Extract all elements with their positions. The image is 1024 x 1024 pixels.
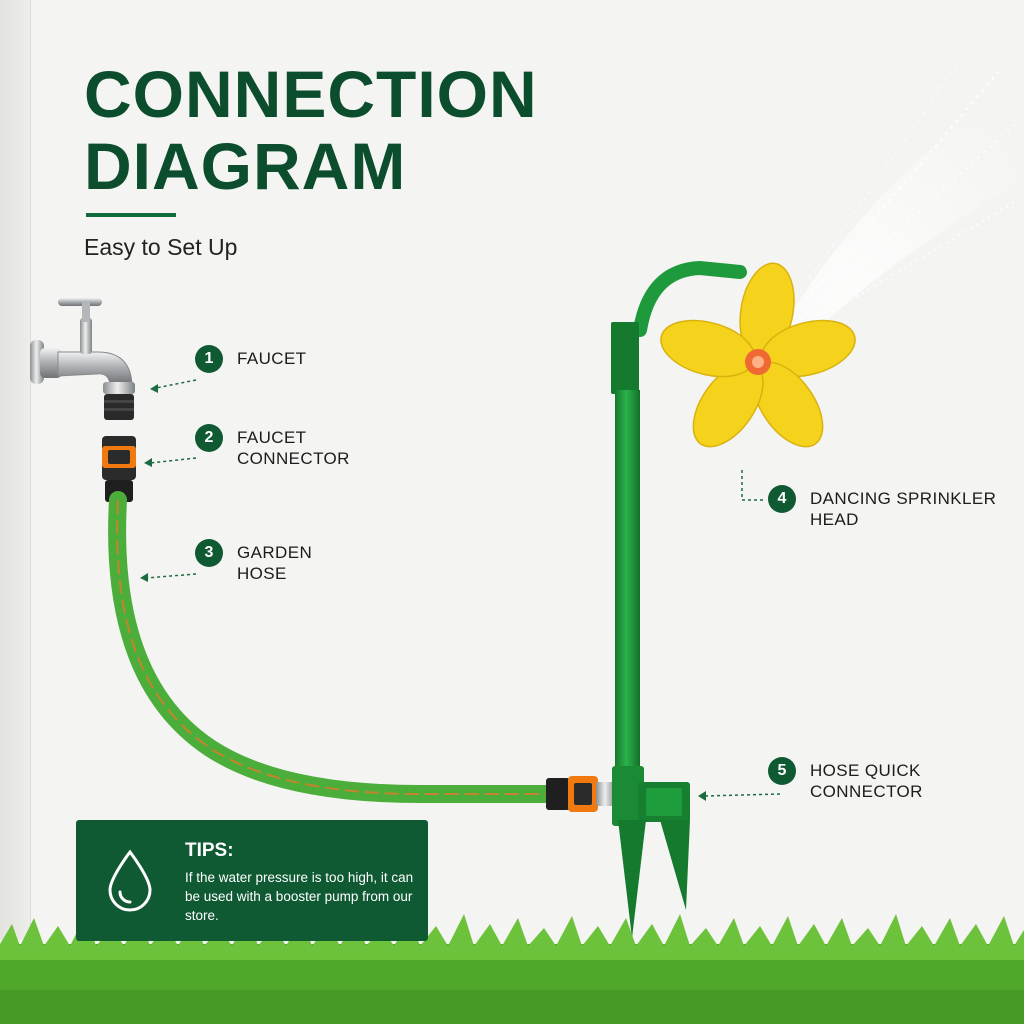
- step-badge-3: 3: [195, 539, 223, 567]
- label-sprinkler-head: 4 DANCING SPRINKLER HEAD: [768, 485, 997, 530]
- label-garden-hose: 3 GARDEN HOSE: [195, 539, 313, 584]
- tips-box: TIPS: If the water pressure is too high,…: [76, 820, 428, 941]
- faucet-adapter-icon: [104, 394, 134, 420]
- label-faucet-text: FAUCET: [237, 349, 307, 368]
- label-garden-hose-text: GARDEN HOSE: [237, 543, 313, 583]
- water-drop-icon: [108, 849, 152, 912]
- label-faucet-connector: 2 FAUCET CONNECTOR: [195, 424, 350, 469]
- title-underline: [86, 213, 176, 217]
- faucet-icon: [30, 298, 135, 394]
- label-hose-quick-connector-text: HOSE QUICK CONNECTOR: [810, 761, 923, 801]
- step-badge-2: 2: [195, 424, 223, 452]
- label-faucet: 1 FAUCET: [195, 345, 307, 373]
- label-hose-quick-connector: 5 HOSE QUICK CONNECTOR: [768, 757, 923, 802]
- sprinkler-stake-icon: [611, 260, 747, 938]
- leader-line-3: [145, 573, 197, 579]
- hose-quick-connector-icon: [546, 776, 616, 812]
- tips-title: TIPS:: [185, 840, 234, 861]
- leader-lines: [145, 379, 781, 797]
- page-title: CONNECTION DIAGRAM: [84, 58, 538, 202]
- label-faucet-connector-text: FAUCET CONNECTOR: [237, 428, 350, 468]
- grass: [0, 914, 1024, 1024]
- leader-arrowheads: [140, 384, 706, 801]
- dancing-sprinkler-head-icon: [660, 262, 856, 448]
- water-spray: [777, 59, 1024, 345]
- leader-line-5: [703, 793, 781, 797]
- leader-line-1: [155, 379, 197, 389]
- tips-body: If the water pressure is too high, it ca…: [185, 870, 414, 923]
- step-badge-4: 4: [768, 485, 796, 513]
- leader-line-4: [741, 470, 765, 501]
- title-line-2: DIAGRAM: [84, 129, 407, 203]
- leader-line-2: [149, 457, 197, 464]
- wall: [0, 0, 31, 940]
- step-badge-1: 1: [195, 345, 223, 373]
- title-line-1: CONNECTION: [84, 57, 538, 131]
- label-sprinkler-head-text: DANCING SPRINKLER HEAD: [810, 489, 997, 529]
- garden-hose-icon: [108, 491, 559, 803]
- step-badge-5: 5: [768, 757, 796, 785]
- subtitle: Easy to Set Up: [84, 234, 238, 260]
